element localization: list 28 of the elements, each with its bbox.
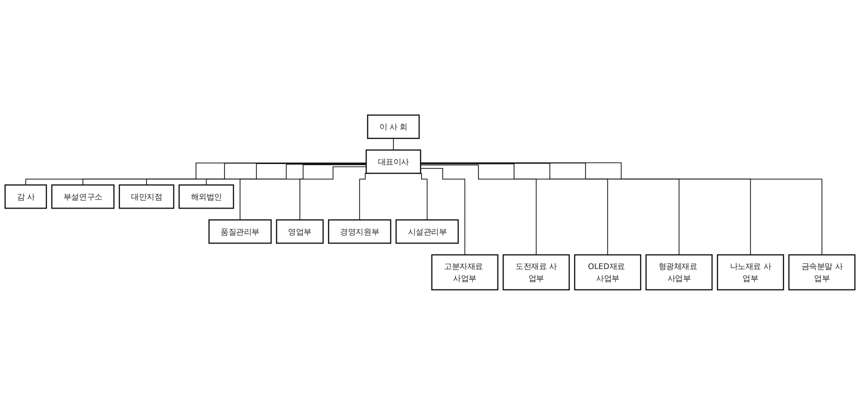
connector: [420, 168, 466, 255]
node-box: [788, 254, 856, 290]
node-box: [396, 218, 459, 244]
connector: [240, 164, 367, 220]
node-box: [574, 254, 642, 290]
node-box: [4, 184, 47, 208]
node-box: [328, 218, 392, 244]
node-box: [118, 184, 174, 208]
node-box: [716, 254, 784, 290]
node-box: [276, 218, 324, 244]
node-box: [502, 254, 570, 290]
node-box: [51, 184, 114, 208]
node-box: [366, 149, 422, 174]
connector: [420, 162, 680, 255]
node-box: [208, 218, 272, 244]
node-box: [178, 184, 234, 208]
connector: [82, 162, 367, 185]
connector: [146, 162, 367, 185]
connector: [299, 166, 367, 220]
connector: [25, 162, 367, 185]
connector: [206, 163, 367, 185]
connector: [420, 164, 537, 255]
node-box: [645, 254, 713, 290]
node-box: [367, 114, 420, 139]
node-box: [431, 254, 498, 290]
connector: [420, 163, 608, 255]
connector: [420, 162, 751, 255]
connector: [420, 162, 822, 255]
